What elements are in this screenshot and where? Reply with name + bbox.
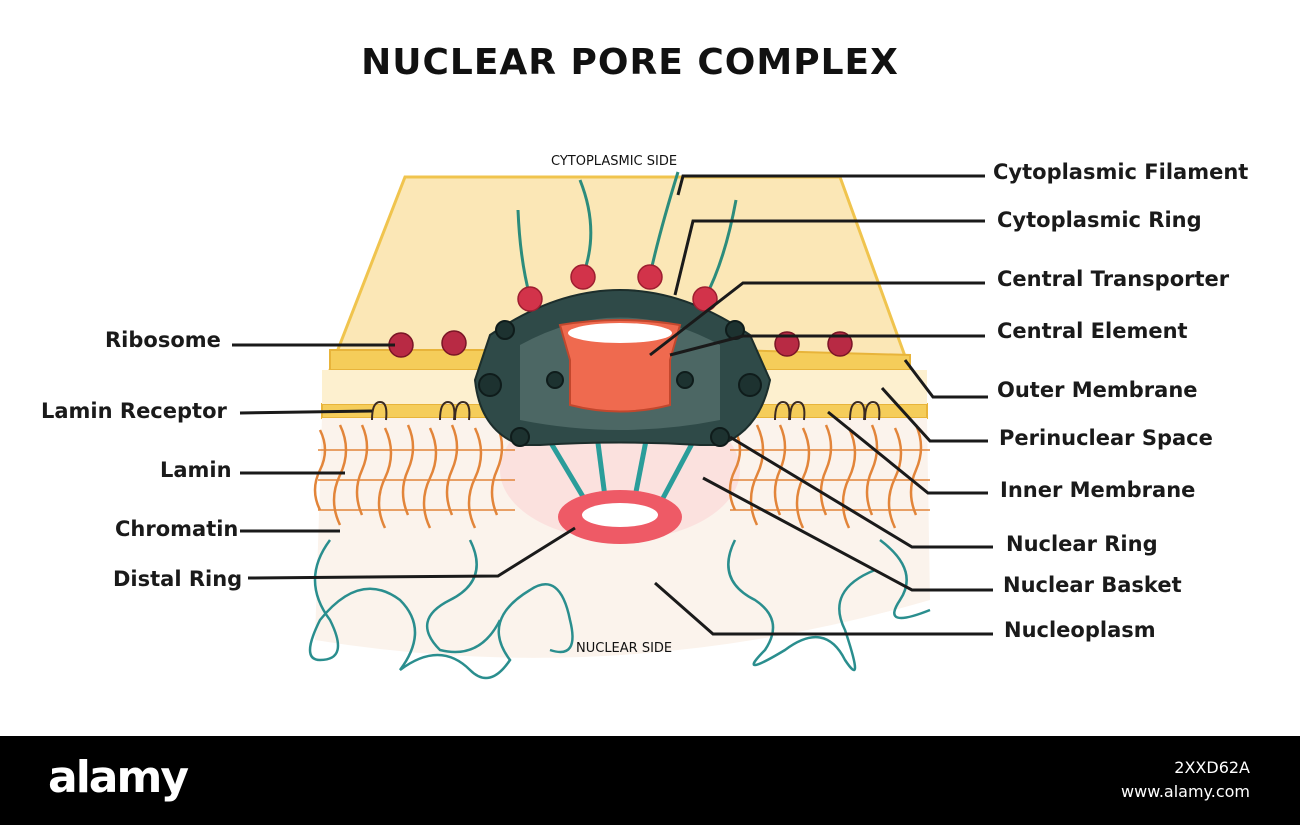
illustration [232, 171, 993, 680]
pore-knobs [478, 320, 762, 447]
distal-ring-hole [582, 503, 658, 527]
label-distal-ring: Distal Ring [113, 567, 243, 591]
label-cytoplasmic-filament: Cytoplasmic Filament [993, 160, 1249, 184]
leader-lines [232, 174, 993, 636]
image-id: 2XXD62A [1174, 758, 1250, 777]
lamin-left [313, 424, 515, 529]
nuclear-side-label: NUCLEAR SIDE [576, 641, 673, 656]
label-central-element: Central Element [997, 319, 1188, 343]
label-nucleoplasm: Nucleoplasm [1004, 618, 1156, 642]
label-inner-membrane: Inner Membrane [1000, 478, 1196, 502]
cytoplasmic-side-label: CYTOPLASMIC SIDE [551, 154, 678, 169]
label-central-transporter: Central Transporter [997, 267, 1230, 291]
central-transporter [558, 319, 682, 413]
central-element [568, 323, 672, 343]
alamy-logo: alamy [48, 752, 189, 803]
label-nuclear-basket: Nuclear Basket [1003, 573, 1182, 597]
label-ribosome: Ribosome [105, 328, 221, 352]
label-nuclear-ring: Nuclear Ring [1006, 532, 1158, 556]
label-lamin-receptor: Lamin Receptor [41, 399, 227, 423]
label-cytoplasmic-ring: Cytoplasmic Ring [997, 208, 1202, 232]
label-outer-membrane: Outer Membrane [997, 378, 1198, 402]
diagram-title: NUCLEAR PORE COMPLEX [361, 42, 899, 83]
lamin-receptors [371, 400, 881, 421]
ribosomes [388, 330, 853, 358]
watermark-url: www.alamy.com [1121, 782, 1250, 801]
label-perinuclear-space: Perinuclear Space [999, 426, 1213, 450]
watermark-footer: alamy 2XXD62A www.alamy.com [0, 736, 1300, 825]
label-chromatin: Chromatin [115, 517, 239, 541]
label-lamin: Lamin [160, 458, 232, 482]
lamin-right [728, 424, 930, 529]
